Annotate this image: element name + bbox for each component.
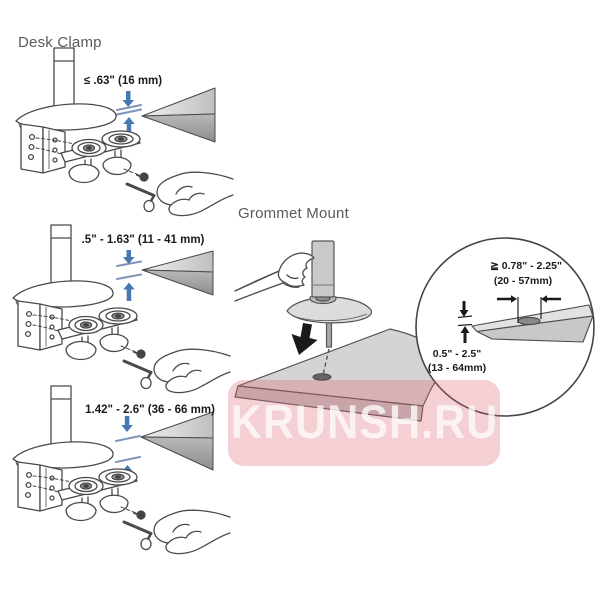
desk-edge (141, 87, 216, 143)
thickness-guides (457, 315, 473, 327)
thickness-arrows-icon (459, 301, 470, 343)
down-arrow-icon (121, 416, 133, 432)
clamp-diagram-2: .5" - 1.63" (11 - 41 mm) (0, 223, 232, 403)
grommet-hole (312, 373, 332, 381)
desk-thickness-label-inches: 0.5" - 2.5" (432, 348, 482, 360)
desk-clamp-title: Desk Clamp (18, 34, 102, 51)
clamp-diagram-1: ≤ .63" (16 mm) (0, 46, 235, 236)
down-arrow-icon (122, 91, 134, 107)
measurement-label: 1.42" - 2.6" (36 - 66 mm) (85, 404, 215, 416)
hole-diameter-label-inches: ≧ 0.78" - 2.25" (490, 260, 562, 272)
hole-diameter-label-mm: (20 - 57mm) (493, 275, 553, 287)
gap-lines (116, 104, 142, 116)
desk-edge (140, 411, 214, 471)
grommet-mount-title: Grommet Mount (238, 205, 349, 222)
gap-lines (116, 260, 142, 280)
up-arrow-icon (123, 282, 135, 301)
measurement-label: ≤ .63" (16 mm) (83, 75, 163, 87)
gap-lines (115, 435, 141, 463)
desk-edge (141, 250, 214, 296)
width-arrows-icon (497, 295, 561, 303)
up-arrow-icon (123, 117, 135, 134)
insert-arrow-icon (291, 323, 318, 355)
clamp-diagram-3: 1.42" - 2.6" (36 - 66 mm) (0, 384, 232, 576)
hand-gripping-pole (234, 252, 315, 302)
grommet-base (286, 240, 373, 348)
hole-width-guides (517, 297, 542, 323)
desk-cross-section (471, 304, 594, 343)
clamp-assembly (11, 223, 232, 395)
grommet-diagram (234, 225, 505, 460)
alignment-dashed-line (322, 348, 330, 376)
measurement-label: .5" - 1.63" (11 - 41 mm) (81, 234, 205, 246)
down-arrow-icon (123, 250, 135, 264)
desk-thickness-label-mm: (13 - 64mm) (427, 362, 487, 374)
grommet-detail-circle: ≧ 0.78" - 2.25" (20 - 57mm) 0.5" - 2.5" … (413, 235, 599, 421)
